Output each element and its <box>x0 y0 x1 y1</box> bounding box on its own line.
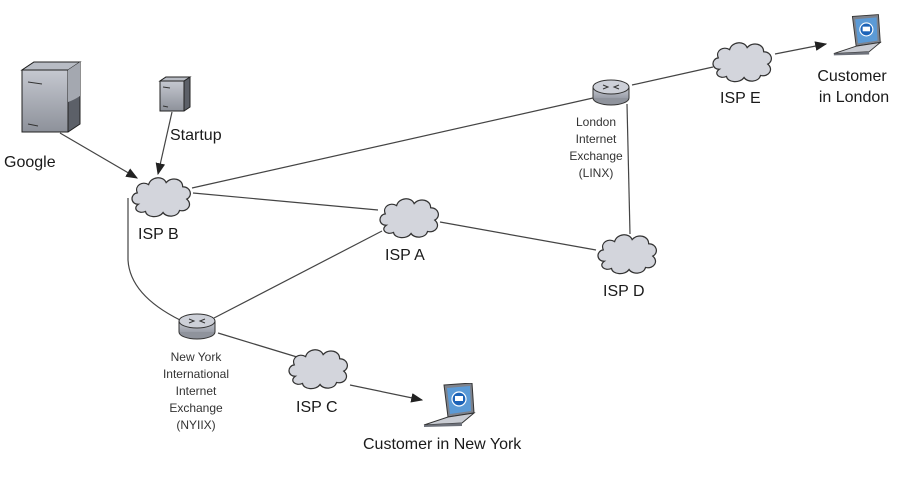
customer-ny-laptop-icon[interactable] <box>423 383 475 427</box>
svg-text:Exchange: Exchange <box>169 401 223 415</box>
edge-ispb-ispa <box>192 192 379 211</box>
svg-text:Exchange: Exchange <box>569 149 623 163</box>
edge-startup-ispb <box>155 111 173 176</box>
linx-label: London Internet Exchange (LINX) <box>569 115 623 180</box>
svg-text:International: International <box>163 367 229 381</box>
isp-d-label: ISP D <box>603 283 645 300</box>
edge-nyiix-ispc <box>217 332 298 358</box>
startup-server-icon[interactable] <box>158 76 192 112</box>
google-label: Google <box>4 154 56 171</box>
startup-label: Startup <box>170 127 222 144</box>
customer-ny-label: Customer in New York <box>363 436 522 453</box>
isp-c-label: ISP C <box>296 399 338 416</box>
edges <box>59 41 828 403</box>
isp-e-cloud-icon[interactable] <box>712 42 773 83</box>
edge-ispb-linx <box>191 97 594 189</box>
customer-london-label: Customer in London <box>817 68 889 106</box>
edge-google-ispb <box>59 132 139 179</box>
edge-ispb-nyiix <box>127 198 181 321</box>
isp-b-cloud-icon[interactable] <box>131 177 192 218</box>
isp-c-cloud-icon[interactable] <box>288 349 349 390</box>
svg-text:Internet: Internet <box>176 384 217 398</box>
google-server-icon[interactable] <box>20 61 82 133</box>
svg-text:London: London <box>576 115 616 129</box>
svg-text:Customer: Customer <box>817 68 887 85</box>
svg-text:(LINX): (LINX) <box>579 166 614 180</box>
edge-ispc-custny <box>349 384 424 403</box>
nyiix-label: New York International Internet Exchange… <box>163 350 229 432</box>
edge-ispe-custlondon <box>774 41 828 55</box>
customer-london-laptop-icon[interactable] <box>833 14 881 56</box>
nyiix-router-icon[interactable] <box>178 313 216 340</box>
isp-a-label: ISP A <box>385 247 425 264</box>
svg-text:Internet: Internet <box>576 132 617 146</box>
isp-d-cloud-icon[interactable] <box>597 234 658 275</box>
edge-ispa-ispd <box>439 221 597 251</box>
linx-router-icon[interactable] <box>592 79 630 106</box>
edge-linx-ispd <box>626 103 631 235</box>
edge-ispa-nyiix <box>213 230 383 319</box>
svg-text:in London: in London <box>819 89 889 106</box>
isp-b-label: ISP B <box>138 226 179 243</box>
svg-text:(NYIIX): (NYIIX) <box>176 418 215 432</box>
edge-linx-ispe <box>631 66 714 86</box>
isp-a-cloud-icon[interactable] <box>379 198 440 239</box>
svg-text:New York: New York <box>171 350 223 364</box>
isp-e-label: ISP E <box>720 90 761 107</box>
